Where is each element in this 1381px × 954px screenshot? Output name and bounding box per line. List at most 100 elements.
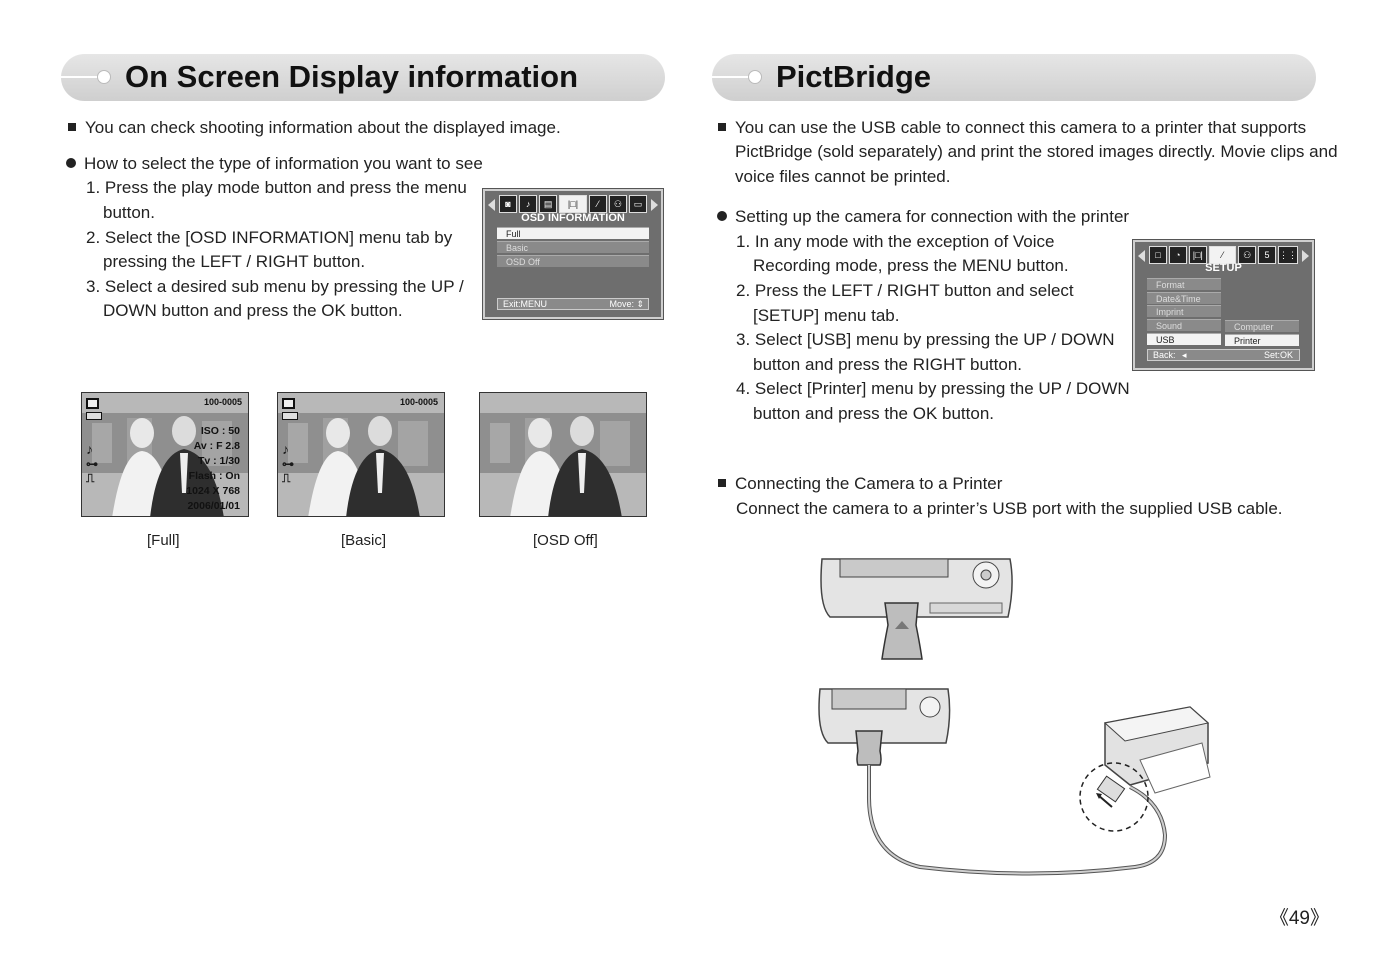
thumb-basic: 100-0005 ♪ ⊶ ⎍ <box>277 392 445 517</box>
camera-bottom-illustration <box>818 688 951 766</box>
arrow-left-icon <box>1138 250 1145 262</box>
square-bullet-icon <box>718 123 726 131</box>
osd-item-off: OSD Off <box>497 255 649 267</box>
pb-step-1a: 1. In any mode with the exception of Voi… <box>736 232 1055 251</box>
osd-step-1b: button. <box>103 203 155 222</box>
osd-bullet-1-text: You can check shooting information about… <box>85 118 561 137</box>
circle-bullet-icon <box>66 158 76 168</box>
setup-item-datetime: Date&Time <box>1147 292 1221 304</box>
battery-icon <box>86 412 102 420</box>
arrow-right-icon <box>1302 250 1309 262</box>
pb-bullet-1: You can use the USB cable to connect thi… <box>718 116 1306 141</box>
osd-tab-icon: |□| <box>559 195 587 213</box>
caption-osd-off: [OSD Off] <box>533 532 598 549</box>
print-tab-icon: ▭ <box>628 195 647 213</box>
info-tv: Tv : 1/30 <box>197 455 240 467</box>
pb-step-4a: 4. Select [Printer] menu by pressing the… <box>736 379 1130 398</box>
setup-menu-title: SETUP <box>1205 262 1242 274</box>
pb-step-4b: button and press the OK button. <box>753 404 994 423</box>
up-down-icon: ⇕ <box>636 299 644 309</box>
osd-step-1a: 1. Press the play mode button and press … <box>86 178 467 197</box>
setup-tab-icon: ⁄ <box>1208 246 1237 264</box>
square-bullet-icon <box>718 479 726 487</box>
pb-step-3b: button and press the RIGHT button. <box>753 355 1023 374</box>
pb-bullet-3: Connecting the Camera to a Printer <box>718 472 1002 497</box>
mycam-tab-icon: ⚇ <box>1238 246 1257 264</box>
header-line <box>712 76 750 78</box>
play-mode-icon <box>282 398 295 409</box>
usb-sub-computer: Computer <box>1225 320 1299 332</box>
osd-step-2a: 2. Select the [OSD INFORMATION] menu tab… <box>86 228 453 247</box>
voice-memo-icon: ♪ <box>282 441 289 457</box>
osd-bullet-2: How to select the type of information yo… <box>66 152 483 177</box>
edit-tab-icon: ◔ <box>1168 246 1187 264</box>
usb-sub-printer: Printer <box>1225 334 1299 346</box>
pb-step-1b: Recording mode, press the MENU button. <box>753 256 1069 275</box>
pb-bullet-3-body: Connect the camera to a printer’s USB po… <box>736 499 1283 518</box>
osd-item-full: Full <box>497 227 649 239</box>
section-header-osd: On Screen Display information <box>61 54 665 101</box>
section-header-pictbridge: PictBridge <box>712 54 1316 101</box>
setup-menu-screen: □ ◔ |□| ⁄ ⚇ 5 ⋮⋮ SETUP Format Date&Time … <box>1132 239 1315 371</box>
info-av: Av : F 2.8 <box>193 440 240 452</box>
header-dot-icon <box>97 70 111 84</box>
usb-connection-illustration <box>818 558 1211 876</box>
menu-tabs: □ ◔ |□| ⁄ ⚇ 5 ⋮⋮ <box>1149 246 1298 264</box>
info-date: 2006/01/01 <box>187 500 240 512</box>
page-number: 《49》 <box>1269 908 1329 929</box>
pb-step-2b: [SETUP] menu tab. <box>753 306 900 325</box>
osd-tab-icon: |□| <box>1188 246 1207 264</box>
caption-basic: [Basic] <box>341 532 387 549</box>
left-column: On Screen Display information You can ch… <box>0 0 690 954</box>
sound-tab-icon: 5 <box>1258 246 1276 264</box>
dpof-icon: ⎍ <box>86 471 95 485</box>
protect-icon: ⊶ <box>282 457 294 471</box>
arrow-left-icon <box>488 199 495 211</box>
grid-tab-icon: ⋮⋮ <box>1277 246 1298 264</box>
header-line <box>61 76 99 78</box>
voice-memo-icon: ♪ <box>86 441 93 457</box>
menu-tabs: ◙ ♪ ▤ |□| ⁄ ⚇ ▭ <box>499 195 647 213</box>
caption-full: [Full] <box>147 532 180 549</box>
osd-item-basic: Basic <box>497 241 649 253</box>
osd-menu-footer: Exit:MENU Move: ⇕ <box>497 298 649 310</box>
set-label: Set:OK <box>1263 350 1293 360</box>
page-title-pictbridge: PictBridge <box>776 59 932 94</box>
pb-bullet-1-line-3: voice files cannot be printed. <box>735 167 951 186</box>
info-size: 1024 X 768 <box>186 485 240 497</box>
setup-item-format: Format <box>1147 278 1221 290</box>
dpof-tab-icon: ▤ <box>539 195 558 213</box>
thumb-full: 100-0005 ♪ ⊶ ⎍ ISO : 50 Av : F 2.8 Tv : … <box>81 392 249 517</box>
voice-tab-icon: ♪ <box>519 195 538 213</box>
shooting-info: ISO : 50 Av : F 2.8 Tv : 1/30 Flash : On… <box>186 424 240 514</box>
exit-label: Exit:MENU <box>503 299 548 309</box>
pb-step-3a: 3. Select [USB] menu by pressing the UP … <box>736 330 1115 349</box>
arrow-right-icon <box>651 199 658 211</box>
setup-item-usb: USB <box>1147 333 1221 345</box>
wedding-photo-image <box>480 393 646 516</box>
osd-menu-title: OSD INFORMATION <box>521 212 625 224</box>
circle-bullet-icon <box>717 211 727 221</box>
osd-step-2b: pressing the LEFT / RIGHT button. <box>103 252 366 271</box>
setup-item-sound: Sound <box>1147 319 1221 331</box>
pb-bullet-2-text: Setting up the camera for connection wit… <box>735 207 1130 226</box>
info-iso: ISO : 50 <box>200 425 240 437</box>
mycam-tab-icon: ⚇ <box>608 195 627 213</box>
square-bullet-icon <box>68 123 76 131</box>
wedding-photo-image <box>82 393 248 516</box>
printer-illustration <box>1103 706 1211 794</box>
slide-tab-icon: □ <box>1149 246 1167 264</box>
osd-information-menu-screen: ◙ ♪ ▤ |□| ⁄ ⚇ ▭ OSD INFORMATION Full Bas… <box>482 188 664 320</box>
wedding-photo-image <box>278 393 444 516</box>
protect-icon: ⊶ <box>86 457 98 471</box>
setup-item-imprint: Imprint <box>1147 305 1221 317</box>
info-flash: Flash : On <box>188 470 240 482</box>
osd-step-3b: DOWN button and press the OK button. <box>103 301 403 320</box>
setup-menu-footer: Back: ◂ Set:OK <box>1147 349 1300 361</box>
file-number: 100-0005 <box>203 397 242 407</box>
camera-tab-icon: ◙ <box>499 195 518 213</box>
osd-bullet-2-text: How to select the type of information yo… <box>84 154 483 173</box>
camera-top-illustration <box>820 558 1013 660</box>
pb-bullet-1-line-1: You can use the USB cable to connect thi… <box>735 118 1307 137</box>
file-number: 100-0005 <box>399 397 438 407</box>
